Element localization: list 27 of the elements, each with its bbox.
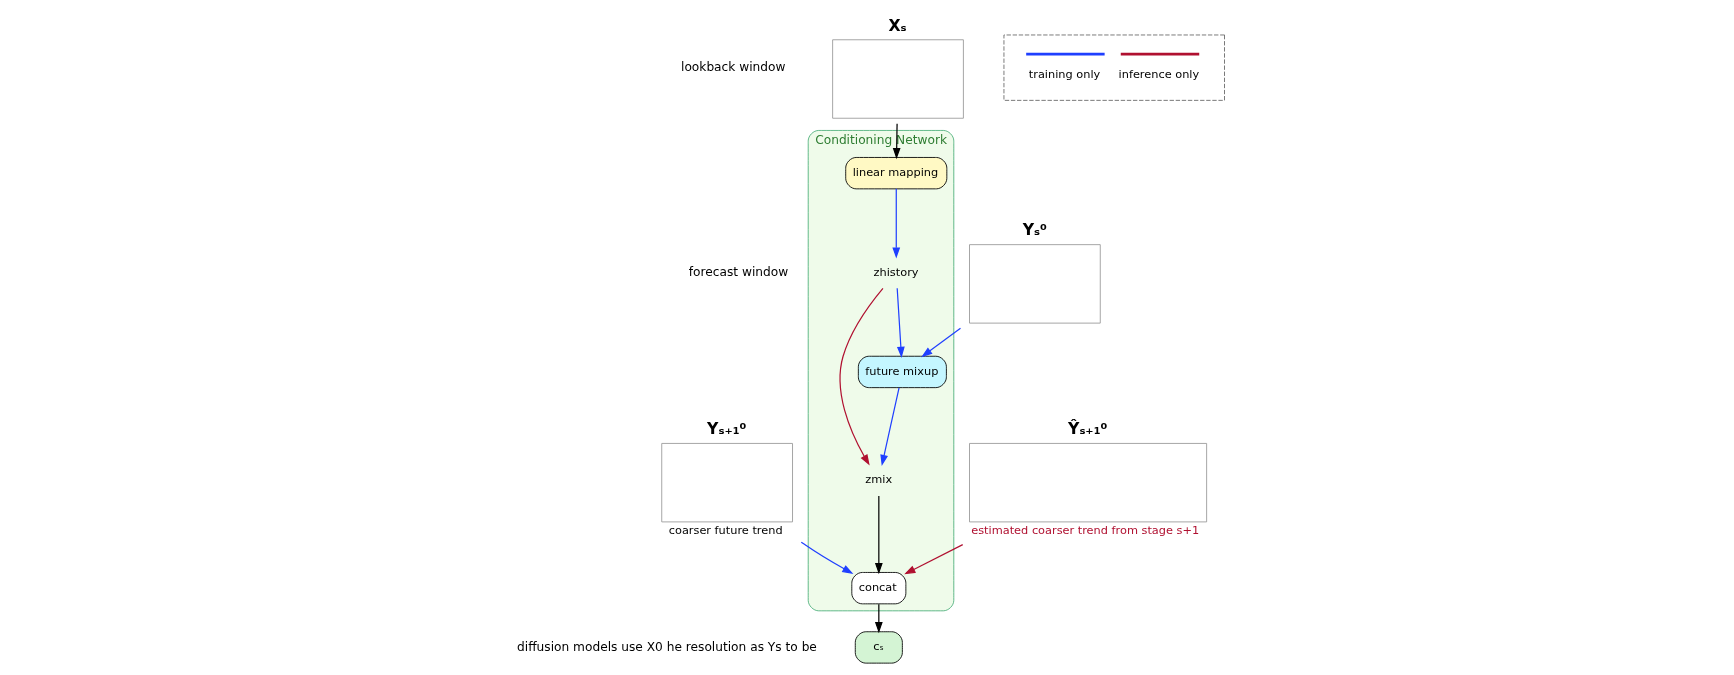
node-label: Ŷₛ₊₁⁰ [1067, 419, 1107, 439]
node-label: Xₛ [887, 15, 906, 35]
node-label: Yₛ⁰ [1022, 220, 1047, 240]
node-text: zhistory [873, 264, 919, 279]
arrow [839, 287, 884, 466]
label: diffusion models use X0 he resolution as Ys to be [516, 639, 817, 654]
node-label: estimated coarser trend from stage s+1 [970, 523, 1199, 538]
label: forecast window [688, 264, 788, 279]
legend-label: training only [1028, 67, 1100, 82]
label: lookback window [680, 59, 785, 74]
arrow [800, 541, 853, 574]
arrow [879, 387, 900, 467]
node-box: linear mapping [844, 157, 947, 190]
arrow [903, 544, 963, 575]
node-text: zmix [864, 472, 892, 487]
arrow [920, 327, 961, 358]
arrow [892, 123, 901, 160]
node-box: concat [850, 572, 906, 605]
arrow [896, 287, 905, 358]
node-label: coarser future trend [668, 523, 783, 538]
legend-label: inference only [1118, 67, 1199, 82]
node-box: cₛ [854, 631, 903, 664]
node-box: future mixup [857, 355, 947, 389]
node-label: Yₛ₊₁⁰ [706, 419, 746, 439]
arrow [874, 495, 883, 575]
arrow [891, 188, 900, 259]
arrow [874, 603, 883, 634]
